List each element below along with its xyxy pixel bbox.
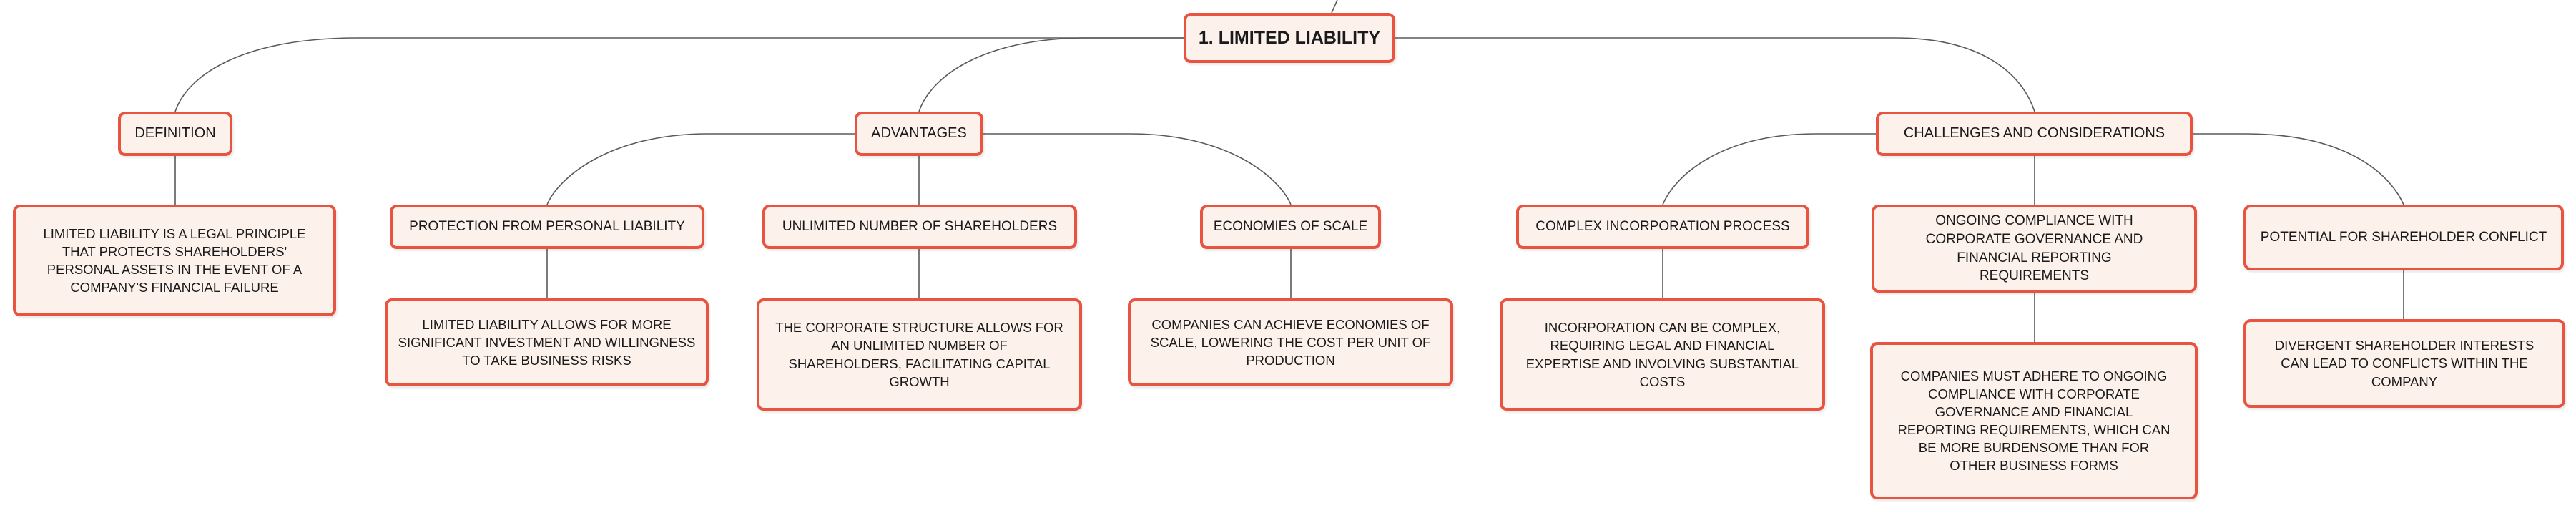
shareholder-conflict-detail-text: DIVERGENT SHAREHOLDER INTERESTS CAN LEAD… [2274,338,2535,389]
connector-challenges-incorporation [1662,133,1876,205]
economies-of-scale-label: ECONOMIES OF SCALE [1213,219,1368,235]
protection-personal-liability-label: PROTECTION FROM PERSONAL LIABILITY [409,219,685,235]
definition-node[interactable]: DEFINITION [118,112,232,156]
connector-root-advantages [918,37,1184,112]
ongoing-compliance-detail-text: COMPANIES MUST ADHERE TO ONGOING COMPLIA… [1897,368,2171,474]
shareholder-conflict-node[interactable]: POTENTIAL FOR SHAREHOLDER CONFLICT [2243,205,2564,270]
ongoing-compliance-label: ONGOING COMPLIANCE WITH CORPORATE GOVERN… [1925,212,2143,284]
challenges-label: CHALLENGES AND CONSIDERATIONS [1903,125,2165,142]
complex-incorporation-detail-text: INCORPORATION CAN BE COMPLEX, REQUIRING … [1525,320,1799,389]
root-node[interactable]: 1. LIMITED LIABILITY [1184,13,1395,63]
definition-detail-node[interactable]: LIMITED LIABILITY IS A LEGAL PRINCIPLE T… [13,205,336,316]
root-label: 1. LIMITED LIABILITY [1198,28,1381,48]
shareholder-conflict-label: POTENTIAL FOR SHAREHOLDER CONFLICT [2260,230,2547,245]
connector-root-definition [174,37,1184,112]
unlimited-shareholders-detail-text: THE CORPORATE STRUCTURE ALLOWS FOR AN UN… [775,320,1063,389]
unlimited-shareholders-detail-node[interactable]: THE CORPORATE STRUCTURE ALLOWS FOR AN UN… [757,298,1082,411]
challenges-node[interactable]: CHALLENGES AND CONSIDERATIONS [1876,112,2193,156]
protection-personal-liability-detail-node[interactable]: LIMITED LIABILITY ALLOWS FOR MORE SIGNIF… [385,298,709,386]
definition-label: DEFINITION [134,125,216,142]
economies-of-scale-detail-text: COMPANIES CAN ACHIEVE ECONOMIES OF SCALE… [1150,316,1431,368]
ongoing-compliance-detail-node[interactable]: COMPANIES MUST ADHERE TO ONGOING COMPLIA… [1870,342,2198,499]
unlimited-shareholders-node[interactable]: UNLIMITED NUMBER OF SHAREHOLDERS [762,205,1077,249]
complex-incorporation-node[interactable]: COMPLEX INCORPORATION PROCESS [1516,205,1809,249]
unlimited-shareholders-label: UNLIMITED NUMBER OF SHAREHOLDERS [782,219,1058,235]
definition-detail-text: LIMITED LIABILITY IS A LEGAL PRINCIPLE T… [43,225,306,295]
advantages-node[interactable]: ADVANTAGES [855,112,983,156]
connector-root-parent [1331,0,1338,14]
protection-personal-liability-detail-text: LIMITED LIABILITY ALLOWS FOR MORE SIGNIF… [398,316,696,368]
advantages-label: ADVANTAGES [871,125,967,142]
economies-of-scale-detail-node[interactable]: COMPANIES CAN ACHIEVE ECONOMIES OF SCALE… [1128,298,1453,386]
connector-root-challenges [1395,37,2035,112]
economies-of-scale-node[interactable]: ECONOMIES OF SCALE [1200,205,1381,249]
complex-incorporation-label: COMPLEX INCORPORATION PROCESS [1535,219,1790,235]
protection-personal-liability-node[interactable]: PROTECTION FROM PERSONAL LIABILITY [390,205,704,249]
connector-advantages-economies [983,133,1292,205]
connector-advantages-protection [546,133,855,205]
ongoing-compliance-node[interactable]: ONGOING COMPLIANCE WITH CORPORATE GOVERN… [1872,205,2197,293]
shareholder-conflict-detail-node[interactable]: DIVERGENT SHAREHOLDER INTERESTS CAN LEAD… [2243,319,2565,408]
connector-challenges-conflict [2193,133,2404,205]
complex-incorporation-detail-node[interactable]: INCORPORATION CAN BE COMPLEX, REQUIRING … [1500,298,1825,411]
